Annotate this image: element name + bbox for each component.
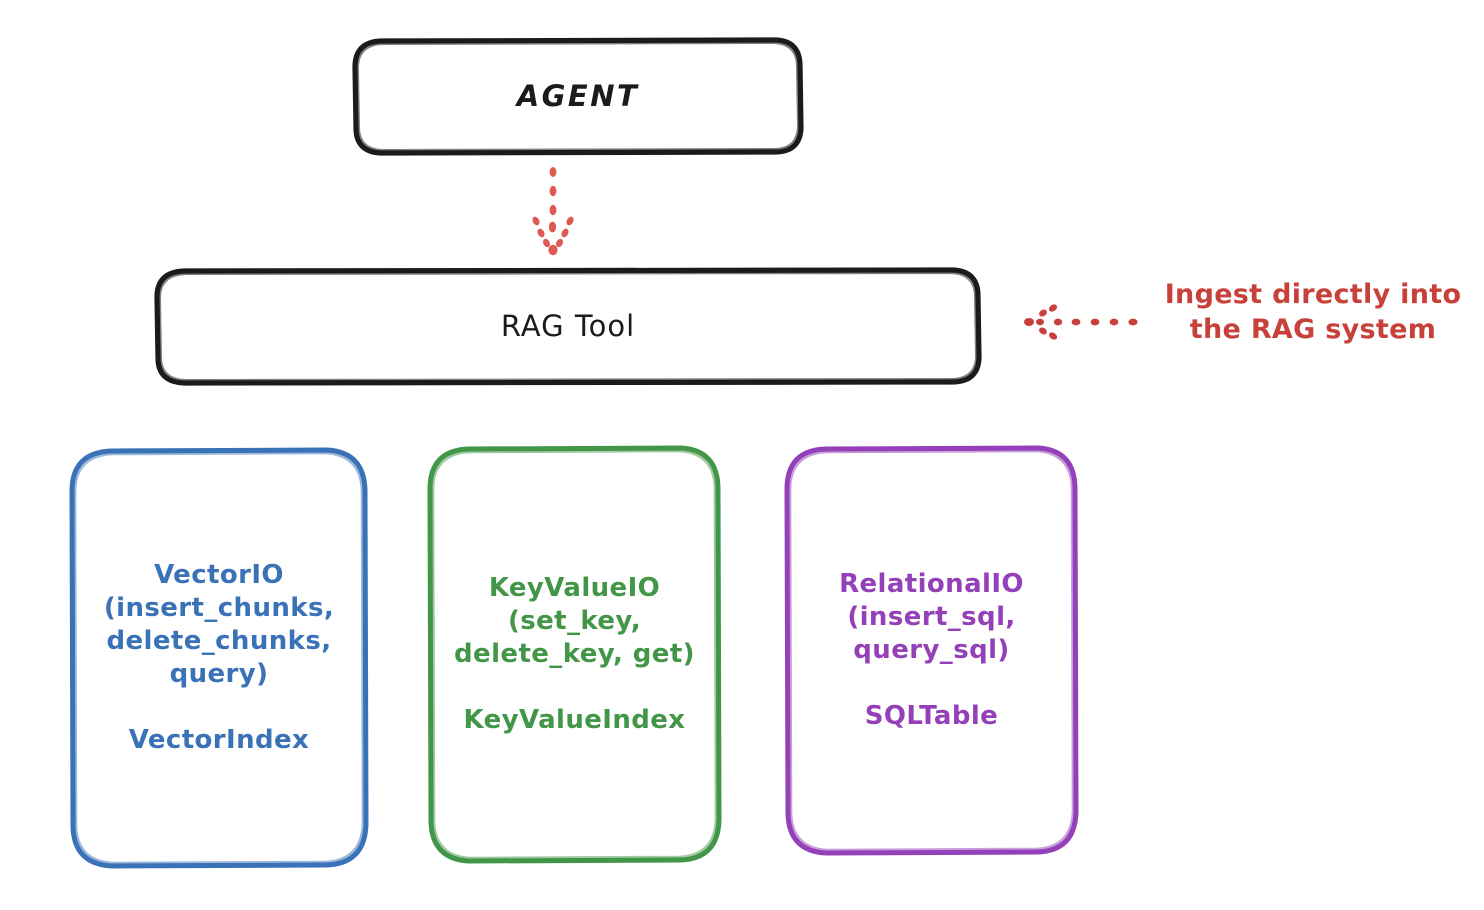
agent-to-rag-dotted-arrow [532, 167, 574, 256]
node-relational-io[interactable]: RelationalIO (insert_sql, query_sql) SQL… [787, 448, 1076, 853]
node-vector-io-label: VectorIO (insert_chunks, delete_chunks, … [103, 559, 335, 756]
annotation-ingest-note: Ingest directly into the RAG system [1164, 279, 1462, 345]
rag-tool-box-outline [154, 267, 982, 386]
node-agent[interactable]: AGENT [355, 40, 801, 154]
node-rag-tool[interactable]: RAG Tool [157, 270, 979, 384]
node-keyvalue-io[interactable]: KeyValueIO (set_key, delete_key, get) Ke… [430, 448, 719, 861]
note-to-rag-dotted-arrow [1024, 304, 1138, 340]
relational-io-box-outline [784, 445, 1079, 856]
keyvalue-io-box-outline [427, 445, 722, 864]
vector-io-box-outline [69, 447, 369, 869]
node-agent-label: AGENT [516, 79, 640, 114]
node-keyvalue-io-label: KeyValueIO (set_key, delete_key, get) Ke… [454, 572, 695, 736]
node-relational-io-label: RelationalIO (insert_sql, query_sql) SQL… [839, 568, 1024, 732]
node-rag-tool-label: RAG Tool [500, 309, 636, 344]
agent-box-outline [352, 37, 804, 156]
node-vector-io[interactable]: VectorIO (insert_chunks, delete_chunks, … [72, 450, 366, 866]
